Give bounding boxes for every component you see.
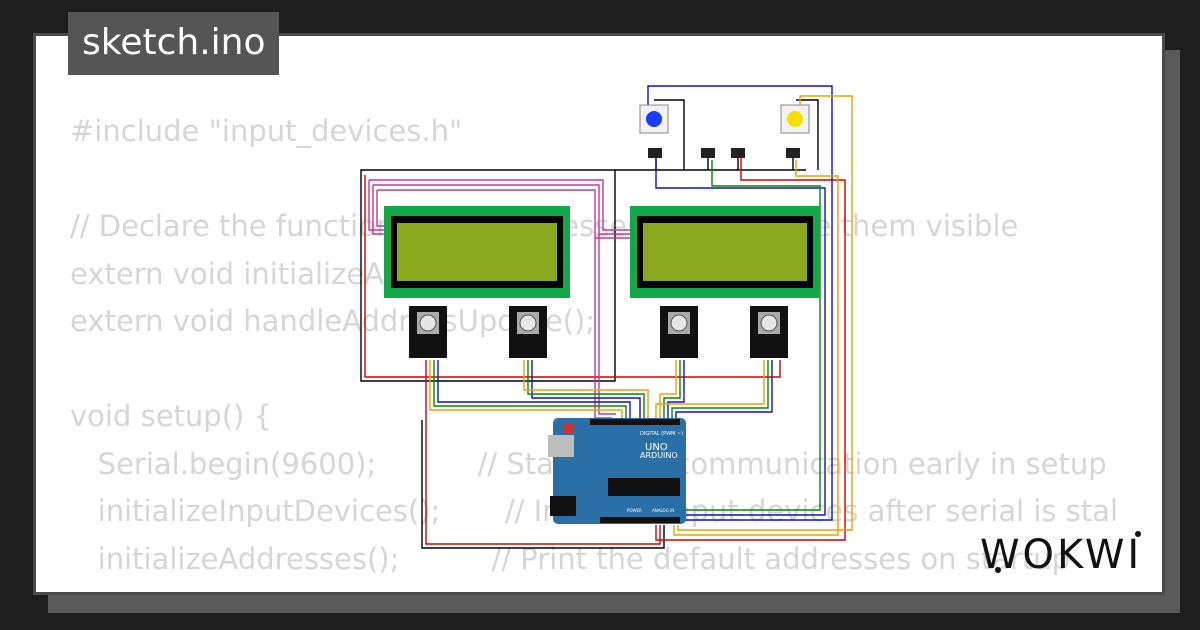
sketch-filename-tab[interactable]: sketch.ino	[68, 12, 280, 75]
arduino-brand: ARDUINO	[640, 451, 678, 460]
wire-blue-switch	[655, 160, 826, 516]
slide-switch-2[interactable]	[701, 148, 715, 158]
wire-orange-buttons	[673, 95, 853, 536]
wire-black-buttons	[654, 99, 819, 170]
rotary-encoder-1[interactable]	[409, 306, 447, 358]
code-line: initializeAddresses(); // Print the defa…	[70, 541, 1071, 576]
wire-red-power	[364, 175, 781, 378]
wire-pink-lcd2	[369, 179, 635, 239]
rotary-encoder-4[interactable]	[750, 306, 788, 358]
wire-green-switch	[664, 160, 821, 511]
lcd-display-2	[630, 206, 820, 298]
power-analog-header	[600, 517, 680, 523]
wire-black-switches	[615, 148, 806, 171]
slide-switch-4[interactable]	[786, 148, 800, 158]
usb-port	[548, 435, 574, 457]
wire-blue-encoders	[437, 360, 773, 418]
arduino-uno-board: ARDUINO UNO DIGITAL (PWM ~) POWER ANALOG…	[548, 418, 686, 524]
slide-switch-1[interactable]	[648, 148, 662, 158]
lcd-display-1	[384, 206, 570, 298]
rotary-encoder-3[interactable]	[660, 306, 698, 358]
analog-header-label: ANALOG IN	[652, 508, 674, 513]
power-jack	[550, 496, 576, 516]
pushbutton-yellow[interactable]	[780, 104, 810, 134]
wire-orange-encoders	[429, 360, 765, 418]
digital-header-label: DIGITAL (PWM ~)	[640, 431, 683, 437]
wokwi-logo-text: WOKWI	[980, 532, 1142, 576]
code-line: #include "input_devices.h"	[70, 114, 463, 148]
arduino-model: UNO	[645, 442, 668, 453]
code-line: initializeInputDevices(); // Initialize …	[97, 494, 1119, 528]
wire-red-switch	[655, 155, 846, 541]
wokwi-logo: WOKWI	[980, 531, 1142, 576]
wire-red-vcc	[425, 360, 661, 545]
code-line: }	[70, 583, 1118, 592]
pushbutton-blue[interactable]	[639, 104, 669, 134]
slide-switch-3[interactable]	[731, 148, 745, 158]
wire-black-loop	[360, 169, 616, 382]
atmega-chip	[608, 478, 680, 496]
rotary-encoder-2[interactable]	[509, 306, 547, 358]
wire-blue-button	[647, 85, 833, 521]
digital-header	[590, 419, 680, 425]
power-header-label: POWER	[627, 508, 642, 513]
reset-button[interactable]	[564, 424, 574, 433]
wire-green-encoders	[433, 360, 769, 418]
slide-switches	[648, 148, 800, 158]
sketch-filename: sketch.ino	[82, 22, 266, 63]
code-line: void setup() {	[70, 399, 272, 433]
wire-black-ground	[421, 420, 665, 549]
